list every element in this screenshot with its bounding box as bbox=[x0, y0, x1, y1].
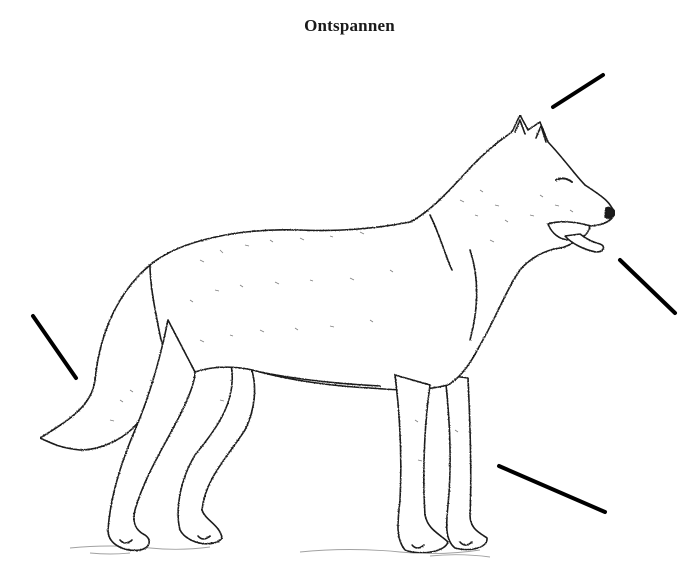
mouth-pointer bbox=[620, 260, 675, 313]
dog-icon bbox=[40, 115, 615, 553]
dog-nose bbox=[605, 208, 615, 218]
ear-pointer bbox=[553, 75, 603, 107]
dog-near-front-leg bbox=[395, 375, 448, 553]
dog-body bbox=[150, 115, 614, 390]
tail-pointer bbox=[33, 316, 76, 378]
dog-far-front-leg bbox=[445, 375, 487, 550]
leg-pointer bbox=[499, 466, 605, 512]
